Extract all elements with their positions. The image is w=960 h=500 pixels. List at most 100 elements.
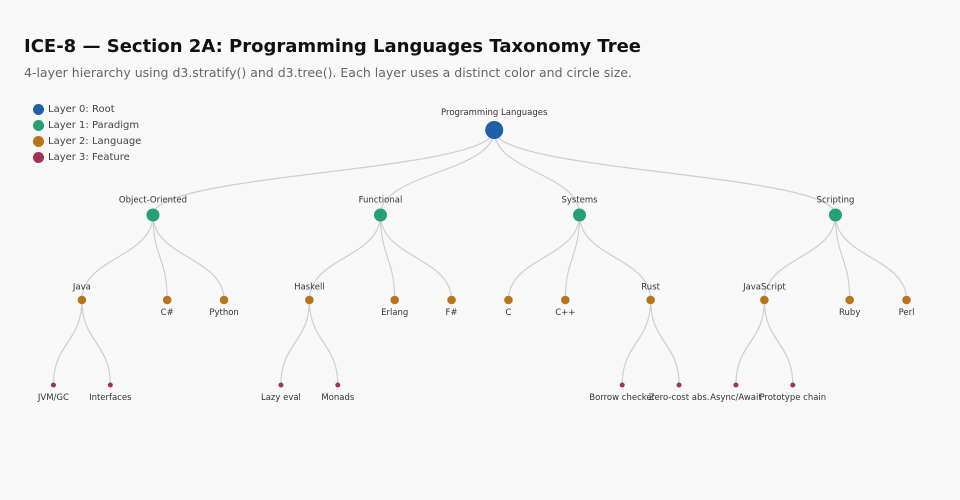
legend-swatch-layer-0 [33,103,44,115]
legend-item-layer-1: Layer 1: Paradigm [33,117,141,133]
node-circle [50,382,56,388]
node-label: C [505,308,511,318]
legend-swatch-layer-2 [33,135,44,147]
node-circle [77,295,87,305]
node-label: F# [446,308,458,318]
node-label: Functional [359,196,403,206]
node-label: Haskell [294,283,325,293]
tree-link-object-oriented-to-java [81,214,154,301]
tree-node-perl: Perl [899,295,915,318]
node-circle [447,295,456,305]
legend-item-layer-0: Layer 0: Root [33,101,141,117]
tree-link-programming-languages-to-object-oriented [152,129,495,216]
node-label: Prototype chain [759,393,826,403]
tree-link-programming-languages-to-systems [493,129,581,216]
legend-swatch-layer-1 [33,119,44,131]
node-label: Lazy eval [261,393,301,403]
node-label: Perl [899,308,915,318]
tree-node-async-await: Async/Await [710,382,762,403]
tree-link-object-oriented-to-c [152,214,168,301]
legend-swatch-layer-3 [33,151,44,163]
node-label: Ruby [839,308,860,318]
tree-node-java: Java [72,283,91,305]
node-circle [561,295,570,305]
tree-node-haskell: Haskell [294,283,325,305]
node-circle [828,208,842,222]
tree-link-functional-to-haskell [308,214,382,301]
node-circle [485,121,504,139]
tree-links [52,129,908,386]
node-circle [146,208,160,222]
tree-link-scripting-to-perl [834,214,908,301]
tree-node-monads: Monads [321,382,355,403]
node-label: Async/Await [710,393,762,403]
tree-node-programming-languages: Programming Languages [441,108,548,139]
node-circle [619,382,625,388]
node-circle [162,295,172,305]
tree-node-python: Python [209,295,239,318]
node-circle [902,295,911,305]
tree-link-haskell-to-lazy-eval [280,299,310,386]
tree-node-ruby: Ruby [839,295,860,318]
tree-node-borrow-checker: Borrow checker [589,382,656,403]
node-circle [107,382,113,388]
legend-label: Layer 1: Paradigm [48,119,140,131]
legend-item-layer-3: Layer 3: Feature [33,149,141,165]
tree-link-functional-to-f [379,214,453,301]
node-label: Programming Languages [441,108,548,118]
node-label: C# [161,308,174,318]
node-circle [219,295,229,305]
tree-link-systems-to-rust [578,214,652,301]
node-circle [845,295,854,305]
tree-node-erlang: Erlang [381,295,408,318]
tree-link-scripting-to-javascript [763,214,837,301]
tree-node-c: C# [161,295,174,318]
legend: Layer 0: Root Layer 1: Paradigm Layer 2:… [33,101,141,165]
tree-node-object-oriented: Object-Oriented [119,196,187,222]
tree-link-programming-languages-to-scripting [493,129,837,216]
tree-link-javascript-to-prototype-chain [763,299,794,386]
node-label: Object-Oriented [119,196,187,206]
tree-node-lazy-eval: Lazy eval [261,382,301,403]
tree-node-rust: Rust [641,283,661,305]
node-circle [390,295,399,305]
node-label: Erlang [381,308,408,318]
node-label: Zero-cost abs. [649,393,710,403]
page-subtitle: 4-layer hierarchy using d3.stratify() an… [24,65,632,80]
tree-node-javascript: JavaScript [742,283,786,305]
tree-node-jvm-gc: JVM/GC [37,382,69,403]
tree-node-c: C++ [555,295,575,318]
tree-node-interfaces: Interfaces [89,382,132,403]
tree-link-programming-languages-to-functional [379,129,495,216]
tree-link-haskell-to-monads [308,299,339,386]
node-label: Scripting [817,196,855,206]
legend-label: Layer 3: Feature [48,151,130,163]
node-label: Python [209,308,238,318]
node-circle [373,208,387,222]
node-circle [504,295,513,305]
tree-node-c: C [504,295,513,318]
node-circle [646,295,655,305]
node-circle [573,208,587,222]
tree-link-rust-to-borrow-checker [621,299,652,386]
node-circle [305,295,314,305]
node-circle [676,382,682,388]
tree-node-f: F# [446,295,458,318]
tree-link-systems-to-c [564,214,581,301]
node-circle [278,382,284,388]
tree-node-zero-cost-abs: Zero-cost abs. [649,382,710,403]
tree-nodes: Programming LanguagesObject-OrientedJava… [37,108,915,403]
node-circle [760,295,769,305]
tree-link-scripting-to-ruby [834,214,851,301]
tree-link-java-to-interfaces [81,299,111,386]
node-label: Interfaces [89,393,132,403]
node-label: JVM/GC [37,393,69,403]
node-label: JavaScript [742,283,786,293]
tree-node-systems: Systems [561,196,598,222]
legend-label: Layer 0: Root [48,103,115,115]
node-label: Rust [641,283,660,293]
page-title: ICE-8 — Section 2A: Programming Language… [24,36,642,57]
node-label: Monads [321,393,355,403]
legend-label: Layer 2: Language [48,135,142,147]
